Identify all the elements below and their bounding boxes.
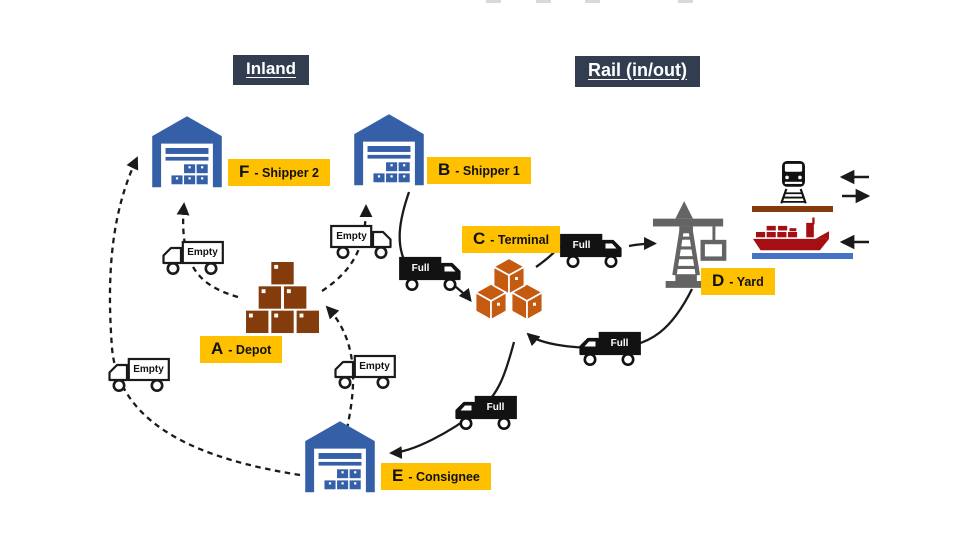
train-front-icon	[780, 160, 807, 204]
container-crane-icon	[652, 201, 727, 288]
arrow-consignee-to-shipper2	[108, 156, 301, 477]
full-truck-shipper1-to-terminal: Full	[398, 253, 465, 293]
arrow-depot-to-shipper1	[321, 204, 373, 292]
warehouse-icon	[152, 116, 222, 188]
label-depot: A- Depot	[200, 336, 283, 363]
truck-label: Empty	[336, 231, 367, 242]
truck-label: Empty	[133, 364, 164, 375]
stacked-boxes-icon	[246, 262, 319, 334]
label-shipper1: B- Shipper 1	[427, 157, 531, 184]
warehouse-icon	[354, 114, 424, 186]
cropped-text-artifact	[536, 0, 551, 3]
rail-header: Rail (in/out)	[575, 56, 700, 87]
water-bar	[752, 253, 853, 259]
arrow-truck-to-yard	[628, 237, 657, 250]
arrow-depot-to-shipper2	[176, 202, 239, 299]
label-shipper2: F- Shipper 2	[228, 159, 330, 186]
truck-label: Full	[486, 402, 505, 413]
inland-header: Inland	[233, 55, 310, 85]
cropped-text-artifact	[486, 0, 501, 3]
empty-truck-depot-to-shipper1: Empty	[329, 221, 396, 261]
truck-label: Full	[572, 240, 591, 251]
arrow-shipper1-to-truck	[398, 191, 411, 263]
full-truck-terminal-to-consignee: Full	[451, 392, 518, 432]
truck-label: Empty	[359, 361, 390, 372]
truck-label: Empty	[187, 247, 218, 258]
rail-ground-bar	[752, 206, 833, 212]
empty-truck-consignee-to-shipper2: Empty	[104, 354, 171, 394]
warehouse-icon	[305, 421, 375, 493]
stacked-3d-boxes-icon	[474, 257, 544, 321]
full-truck-terminal-to-yard: Full	[559, 230, 626, 270]
truck-label: Full	[610, 338, 629, 349]
label-terminal: C- Terminal	[462, 226, 561, 253]
label-yard: D- Yard	[701, 268, 775, 295]
cropped-text-artifact	[678, 0, 693, 3]
empty-truck-consignee-to-depot: Empty	[330, 351, 397, 391]
full-truck-yard-to-terminal: Full	[575, 328, 642, 368]
truck-label: Full	[411, 263, 430, 274]
empty-truck-depot-to-shipper2: Empty	[158, 237, 225, 277]
cropped-text-artifact	[585, 0, 600, 3]
container-ship-icon	[752, 217, 830, 251]
label-consignee: E- Consignee	[381, 463, 491, 490]
